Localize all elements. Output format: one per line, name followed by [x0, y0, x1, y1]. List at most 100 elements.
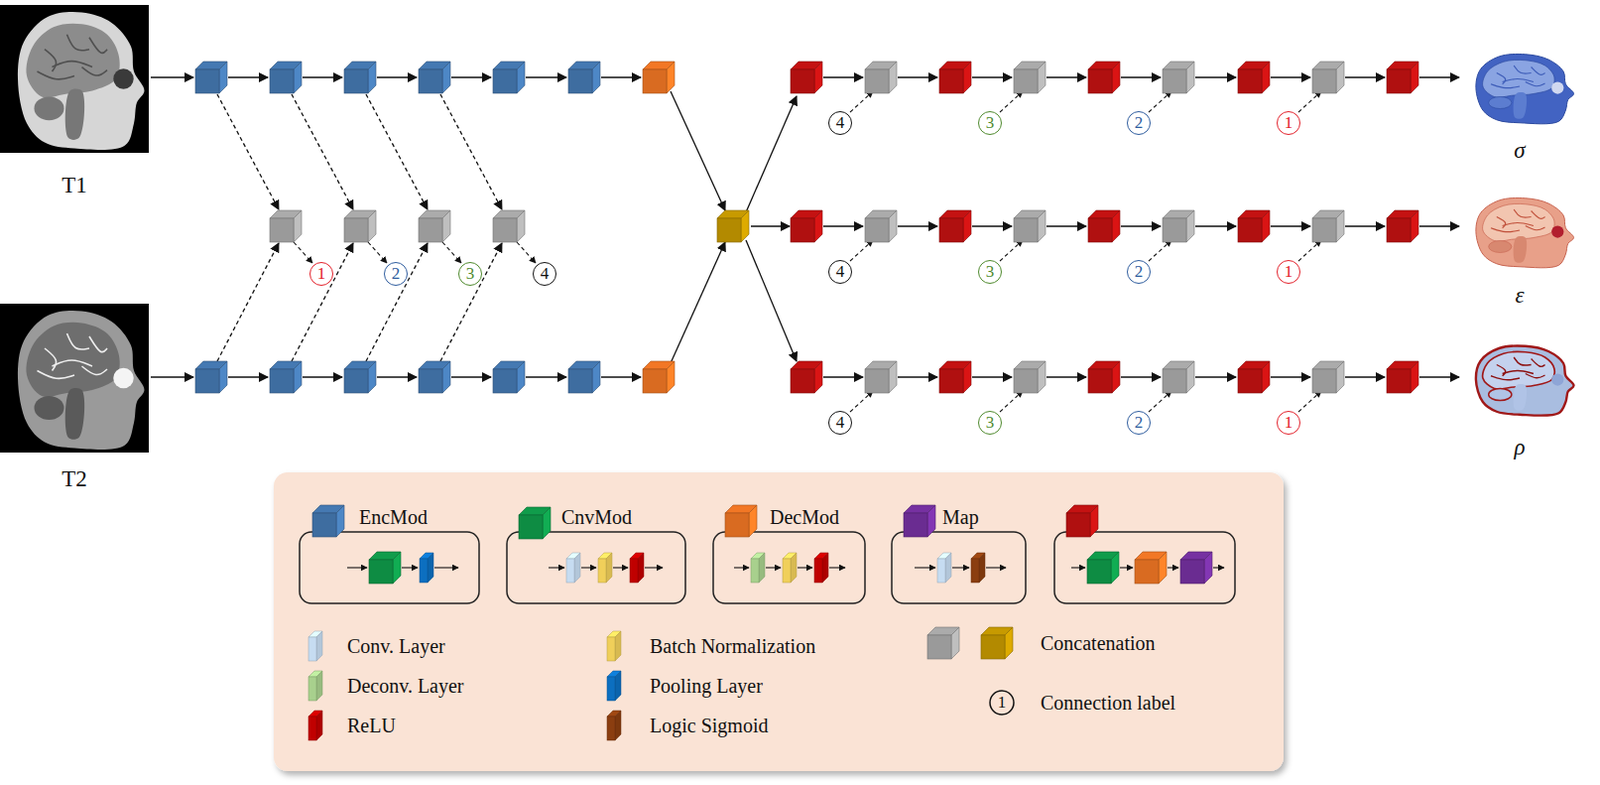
flow-arrow: [1167, 566, 1179, 568]
flow-arrow: [972, 375, 1012, 377]
image-label: ε: [1514, 282, 1524, 309]
flow-arrow: [401, 566, 418, 568]
skip-connection-arrow: [999, 390, 1023, 412]
flow-arrow: [1046, 375, 1087, 377]
flow-arrow: [581, 566, 597, 568]
flow-arrow: [897, 225, 938, 227]
legend-label: Batch Normalization: [649, 633, 816, 658]
decoder-cube: [642, 61, 675, 94]
flow-arrow: [1195, 225, 1236, 227]
flow-arrow: [823, 375, 863, 377]
skip-connection-arrow: [217, 94, 279, 210]
skip-connection-arrow: [442, 242, 462, 263]
mri-slice-image: [0, 4, 149, 153]
flow-arrow: [1345, 76, 1385, 78]
flow-arrow: [525, 76, 567, 78]
connection-label: 1: [1276, 410, 1301, 435]
skip-connection-arrow: [1298, 240, 1322, 261]
legend-label: CnvMod: [561, 504, 632, 529]
legend-label: Concatenation: [1040, 630, 1156, 655]
connection-label: 3: [458, 261, 483, 286]
flow-arrow: [670, 242, 726, 364]
output-block-cube: [1386, 61, 1419, 94]
legend-swatch: [592, 663, 636, 708]
concat-cube: [864, 361, 897, 393]
flow-arrow: [150, 375, 194, 377]
concat-cube: [1013, 210, 1046, 243]
skip-connection-arrow: [366, 243, 428, 362]
flow-arrow: [434, 566, 459, 568]
flow-arrow: [1270, 225, 1311, 227]
callout-number: 3: [466, 264, 476, 283]
image-panel: ρ: [1462, 342, 1578, 461]
flow-arrow: [451, 76, 492, 78]
legend-swatch: [306, 498, 351, 543]
legend-label: Connection label: [1040, 690, 1176, 715]
legend-slab: [607, 710, 621, 740]
legend-label: Logic Sigmoid: [649, 713, 768, 738]
flow-arrow: [601, 76, 641, 78]
legend-slab: [607, 670, 621, 701]
output-block-cube: [1237, 61, 1270, 94]
concat-cube: [1162, 210, 1195, 243]
mri-slice-image: [0, 303, 149, 453]
encoder-cube: [195, 361, 228, 393]
legend-slab: [308, 630, 323, 661]
encoder-cube: [492, 61, 525, 94]
flow-arrow: [302, 76, 343, 78]
module-cube: [369, 551, 401, 584]
encoder-cube: [418, 361, 451, 393]
flow-arrow: [1120, 225, 1161, 227]
connection-label: 1: [1276, 259, 1301, 284]
skip-connection-arrow: [366, 94, 428, 210]
image-panel: T1: [0, 4, 149, 199]
callout-number: 2: [391, 264, 401, 283]
connection-label: 4: [828, 410, 853, 435]
legend-swatch: [897, 498, 942, 543]
flow-arrow: [745, 96, 797, 213]
flow-arrow: [765, 566, 781, 568]
legend-swatch: [293, 703, 338, 747]
concat-cube: [864, 210, 897, 243]
flow-arrow: [1046, 76, 1087, 78]
connection-label: 1: [309, 261, 334, 286]
skip-connection-arrow: [999, 240, 1023, 261]
layer-slab: [419, 552, 434, 583]
legend-label: Pooling Layer: [649, 673, 763, 698]
callout-number: 4: [836, 262, 846, 281]
flow-arrow: [376, 76, 417, 78]
legend-label: Deconv. Layer: [347, 673, 465, 698]
skip-connection-arrow: [1148, 91, 1172, 113]
flow-arrow: [1419, 225, 1460, 227]
skip-connection-arrow: [850, 390, 873, 412]
flow-arrow: [601, 375, 641, 377]
module-box: [1054, 531, 1235, 604]
encoder-cube: [344, 361, 376, 393]
module-box: [506, 531, 686, 604]
callout-number: 1: [997, 692, 1007, 713]
output-block-cube: [1386, 210, 1419, 243]
output-block-cube: [939, 210, 972, 243]
legend-slab: [308, 670, 323, 701]
flow-arrow: [1270, 375, 1311, 377]
flow-arrow: [1419, 375, 1460, 377]
module-cube: [1134, 551, 1167, 584]
flow-arrow: [613, 566, 628, 568]
layer-slab: [566, 552, 581, 583]
callout-number: 4: [836, 114, 846, 132]
connection-label: 4: [828, 111, 853, 135]
concat-cube: [981, 626, 1013, 659]
module-cube: [1087, 551, 1119, 584]
flow-arrow: [1270, 76, 1311, 78]
layer-slab: [971, 552, 985, 583]
connection-label: 2: [1126, 410, 1151, 435]
legend-swatch: [293, 623, 338, 668]
flow-arrow: [797, 566, 813, 568]
skip-connection-arrow: [999, 91, 1023, 113]
callout-number: 2: [1134, 114, 1144, 132]
skip-connection-arrow: [850, 240, 873, 261]
flow-arrow: [1195, 76, 1236, 78]
concat-cube: [1312, 61, 1345, 94]
flow-arrow: [150, 76, 194, 78]
callout-number: 2: [1134, 262, 1144, 281]
